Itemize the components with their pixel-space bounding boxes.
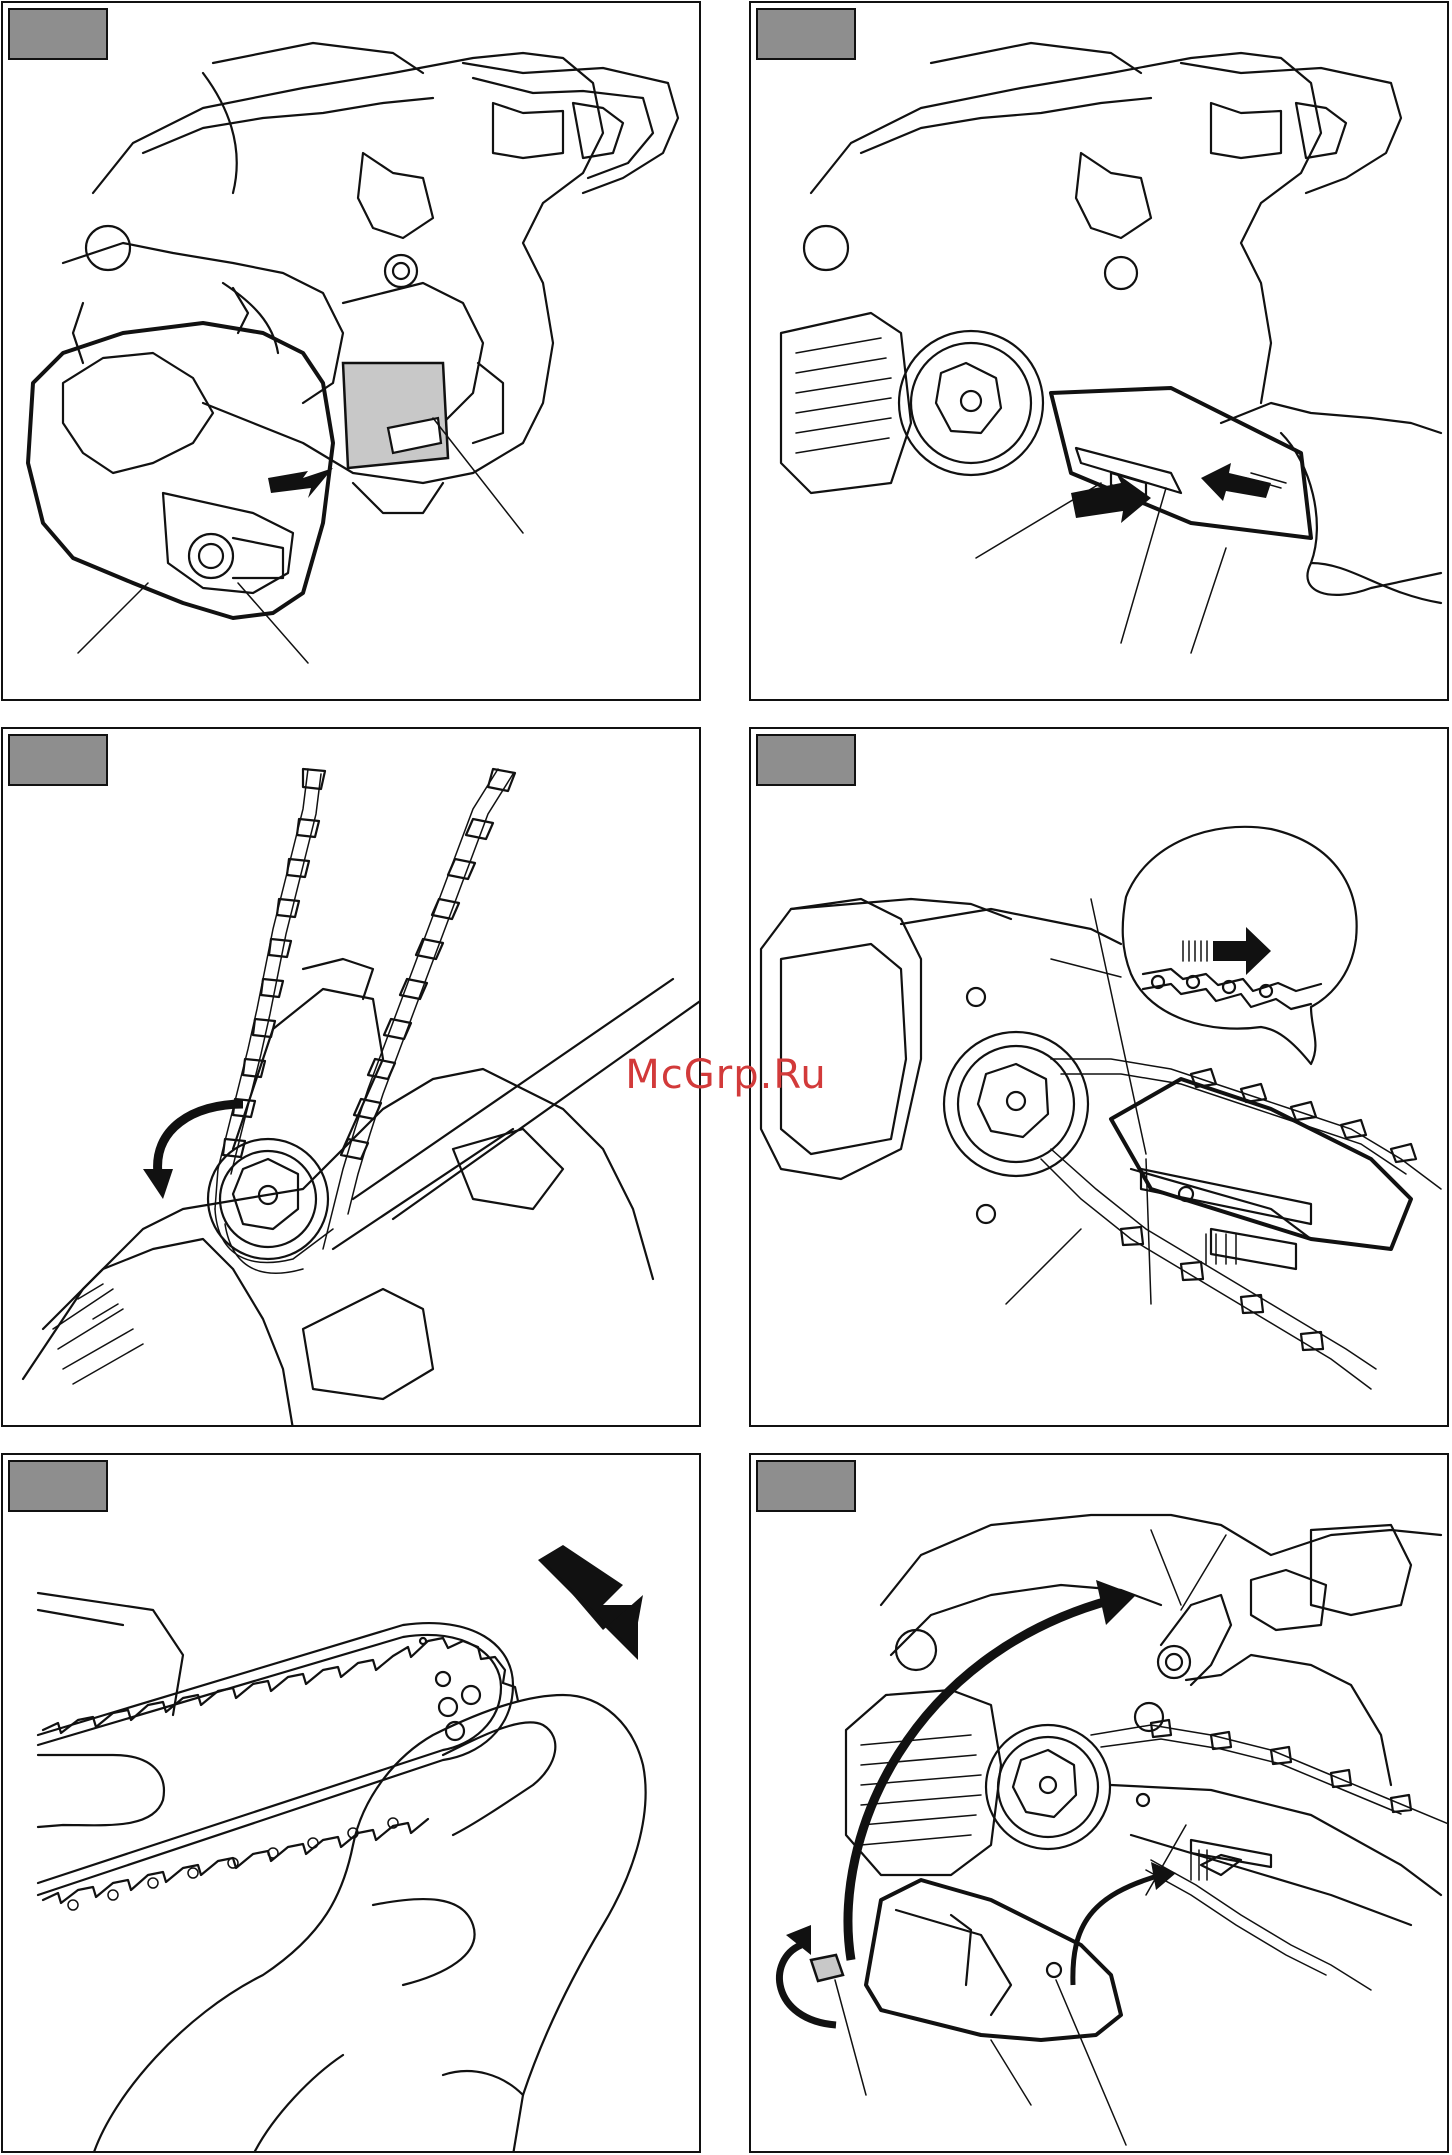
illustration-chain-direction-detail xyxy=(751,729,1449,1427)
illustration-remove-sprocket-cover xyxy=(3,3,701,701)
illustration-refit-sprocket-cover xyxy=(751,1455,1449,2153)
illustration-mount-guide-bar xyxy=(751,3,1449,701)
step-panel-4 xyxy=(749,727,1449,1427)
illustration-press-bar-nose xyxy=(3,1455,701,2153)
step-panel-3 xyxy=(1,727,701,1427)
illustration-fit-chain-on-sprocket xyxy=(3,729,701,1427)
step-panel-1 xyxy=(1,1,701,701)
step-panel-5 xyxy=(1,1453,701,2153)
step-panel-2 xyxy=(749,1,1449,701)
step-panel-6 xyxy=(749,1453,1449,2153)
